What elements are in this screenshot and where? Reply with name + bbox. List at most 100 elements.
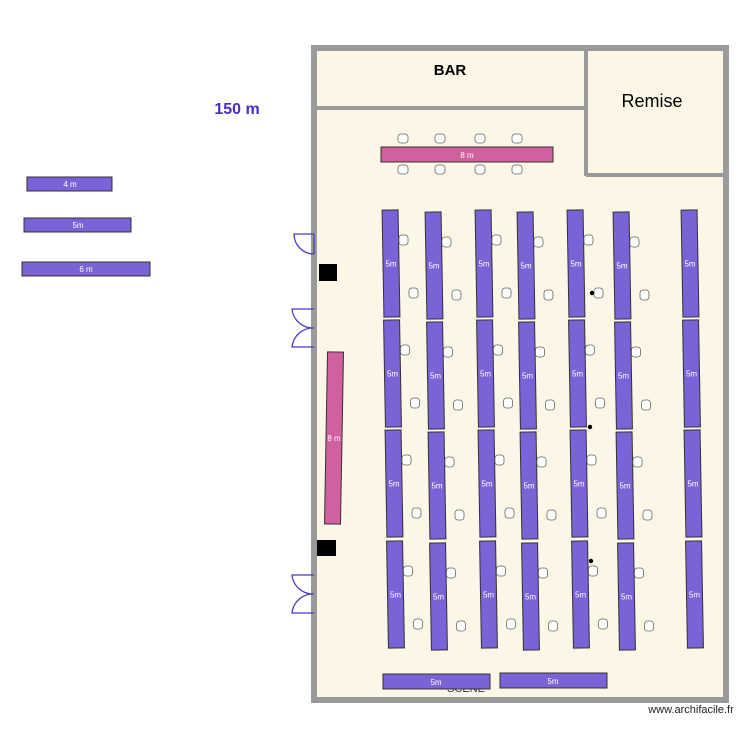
row-table bbox=[381, 209, 401, 318]
row-table-label: 5m bbox=[572, 370, 583, 379]
head-table bbox=[380, 146, 554, 163]
chair bbox=[401, 454, 412, 466]
chair bbox=[535, 346, 545, 358]
row-table-label: 5m bbox=[686, 370, 697, 379]
row-table bbox=[683, 429, 703, 538]
row-table-label: 5m bbox=[570, 260, 581, 269]
chair bbox=[644, 620, 654, 632]
double-door-icon bbox=[291, 574, 315, 614]
row-table-label: 5m bbox=[618, 372, 629, 381]
stage-table-right bbox=[499, 672, 608, 689]
doors bbox=[291, 233, 315, 614]
row-table-label: 5m bbox=[483, 591, 494, 600]
chair bbox=[639, 289, 650, 301]
row-table-label: 5m bbox=[430, 372, 441, 381]
row-table-label: 5m bbox=[390, 591, 401, 600]
chair bbox=[413, 618, 423, 630]
legend-table-4m bbox=[26, 176, 113, 192]
row-table-label: 5m bbox=[480, 370, 491, 379]
row-table bbox=[566, 209, 586, 318]
row-table-label: 5m bbox=[573, 480, 584, 489]
stage-table-right-label: 5m bbox=[547, 677, 558, 686]
row-table bbox=[424, 211, 444, 320]
row-table-label: 5m bbox=[621, 593, 632, 602]
chair bbox=[629, 236, 640, 248]
remise-label: Remise bbox=[621, 91, 682, 111]
row-table bbox=[614, 321, 633, 430]
row-table bbox=[386, 540, 405, 649]
marker-dot bbox=[587, 424, 593, 430]
row-table-label: 5m bbox=[522, 372, 533, 381]
stage-table-left-label: 5m bbox=[430, 678, 441, 687]
marker-dot bbox=[588, 558, 594, 564]
row-table bbox=[474, 209, 494, 318]
marker-dot bbox=[589, 290, 595, 296]
chair bbox=[538, 567, 548, 579]
row-table bbox=[571, 540, 590, 649]
row-table-label: 5m bbox=[523, 482, 534, 491]
chair bbox=[400, 344, 410, 356]
row-table-label: 5m bbox=[525, 593, 536, 602]
double-door-icon bbox=[291, 308, 315, 348]
chair bbox=[446, 567, 456, 579]
row-table bbox=[568, 319, 587, 428]
chair bbox=[596, 507, 607, 519]
pillar bbox=[319, 264, 337, 281]
chair bbox=[504, 507, 515, 519]
chair bbox=[634, 567, 644, 579]
side-table bbox=[323, 351, 345, 525]
legend-table-6m bbox=[21, 261, 151, 277]
chair bbox=[453, 399, 463, 411]
row-table-label: 5m bbox=[684, 260, 695, 269]
row-table bbox=[479, 540, 498, 649]
chair bbox=[546, 509, 557, 521]
chair bbox=[533, 236, 544, 248]
chair bbox=[456, 620, 466, 632]
chair bbox=[397, 164, 409, 175]
chair bbox=[632, 456, 643, 468]
chair bbox=[536, 456, 547, 468]
row-table bbox=[384, 429, 404, 538]
row-table-label: 5m bbox=[388, 480, 399, 489]
chair bbox=[398, 234, 409, 246]
watermark: www.archifacile.fr bbox=[647, 704, 734, 716]
row-table bbox=[569, 429, 589, 538]
row-table bbox=[477, 429, 497, 538]
chair bbox=[631, 346, 641, 358]
head-table-group: 8 m bbox=[380, 133, 554, 175]
row-table bbox=[615, 431, 635, 540]
row-table bbox=[516, 211, 536, 320]
chair bbox=[642, 509, 653, 521]
pillar bbox=[317, 540, 336, 556]
chair bbox=[444, 456, 455, 468]
chair bbox=[408, 287, 419, 299]
table-rows: 5m 5m 5m 5m 5m 5m 5m 5m 5m 5m 5m 5m 5m 5m 5m 5m 5m 5m 5m 5m… bbox=[381, 209, 704, 651]
row-table-label: 5m bbox=[431, 482, 442, 491]
row-table-label: 5m bbox=[575, 591, 586, 600]
chair bbox=[583, 234, 594, 246]
chair bbox=[548, 620, 558, 632]
chair bbox=[586, 454, 597, 466]
chair bbox=[511, 133, 523, 144]
row-table bbox=[518, 321, 537, 430]
row-table-label: 5m bbox=[619, 482, 630, 491]
door-icon bbox=[293, 233, 315, 255]
chair bbox=[474, 133, 486, 144]
chair bbox=[593, 287, 604, 299]
chair bbox=[491, 234, 502, 246]
row-table bbox=[519, 431, 539, 540]
chair bbox=[411, 507, 422, 519]
row-table bbox=[521, 542, 540, 651]
row-table-label: 5m bbox=[687, 480, 698, 489]
chair bbox=[595, 397, 605, 409]
row-table bbox=[429, 542, 448, 651]
chair bbox=[397, 133, 409, 144]
row-table-label: 5m bbox=[387, 370, 398, 379]
legend: 4 m 5m 6 m bbox=[21, 176, 151, 277]
legend-table-5m bbox=[23, 217, 132, 233]
head-table-label: 8 m bbox=[460, 151, 474, 160]
chair bbox=[496, 565, 506, 577]
chair bbox=[598, 618, 608, 630]
chair bbox=[543, 289, 554, 301]
